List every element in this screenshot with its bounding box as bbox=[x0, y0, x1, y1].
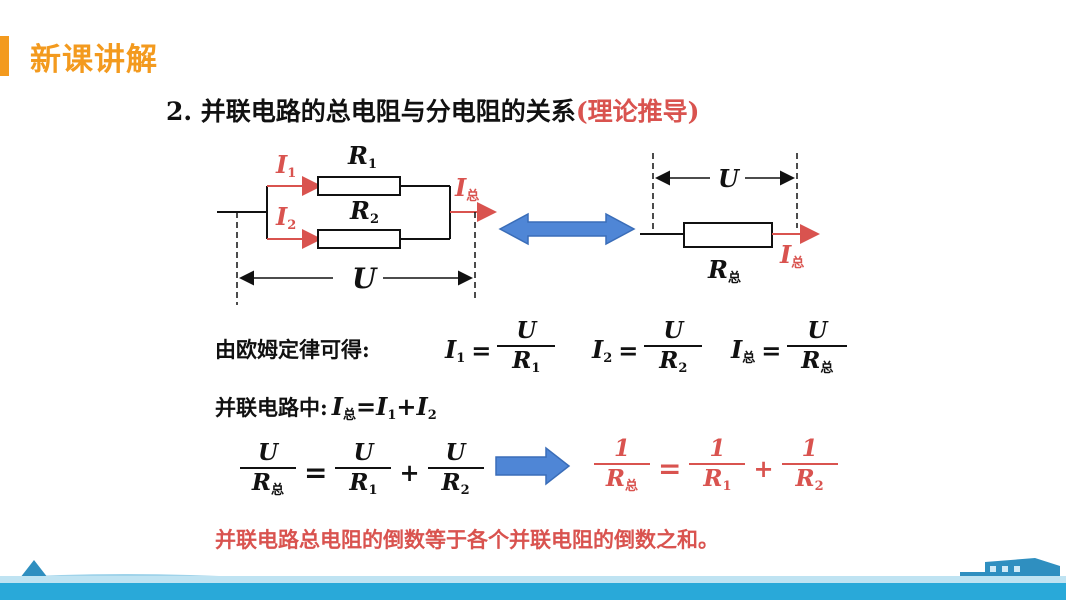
resistor-r1 bbox=[317, 176, 401, 196]
label-u-right: U bbox=[718, 164, 739, 193]
page-title: 新课讲解 bbox=[30, 42, 158, 78]
label-u-left: U bbox=[352, 262, 377, 295]
equivalence-double-arrow bbox=[498, 212, 636, 246]
label-itotal-right: I总 bbox=[780, 240, 805, 271]
label-i1: I1 bbox=[276, 150, 297, 181]
parallel-label: 并联电路中: bbox=[215, 395, 328, 420]
footer-band bbox=[0, 583, 1066, 600]
label-r1: R1 bbox=[348, 141, 377, 172]
resistor-r2 bbox=[317, 229, 401, 249]
footer-band-light bbox=[0, 576, 1066, 583]
ohm-law-label: 由欧姆定律可得: bbox=[215, 337, 370, 362]
parallel-current-row: 并联电路中: I总=I1+I2 bbox=[215, 392, 437, 423]
right-equivalent-circuit bbox=[640, 153, 820, 248]
resistor-rtotal bbox=[683, 222, 773, 248]
section-title: 2. 并联电路的总电阻与分电阻的关系(理论推导) bbox=[166, 92, 699, 128]
header-accent-bar bbox=[0, 36, 9, 76]
section-title-main: 2. 并联电路的总电阻与分电阻的关系 bbox=[166, 97, 576, 126]
left-parallel-circuit bbox=[217, 176, 497, 305]
implies-arrow bbox=[495, 446, 571, 486]
section-title-note: (理论推导) bbox=[575, 97, 700, 126]
label-r2: R2 bbox=[350, 196, 379, 227]
label-i2: I2 bbox=[276, 202, 297, 233]
conclusion-text: 并联电路总电阻的倒数等于各个并联电阻的倒数之和。 bbox=[215, 527, 719, 552]
label-rtotal: R总 bbox=[708, 255, 741, 286]
label-itotal-left: I总 bbox=[455, 173, 480, 204]
